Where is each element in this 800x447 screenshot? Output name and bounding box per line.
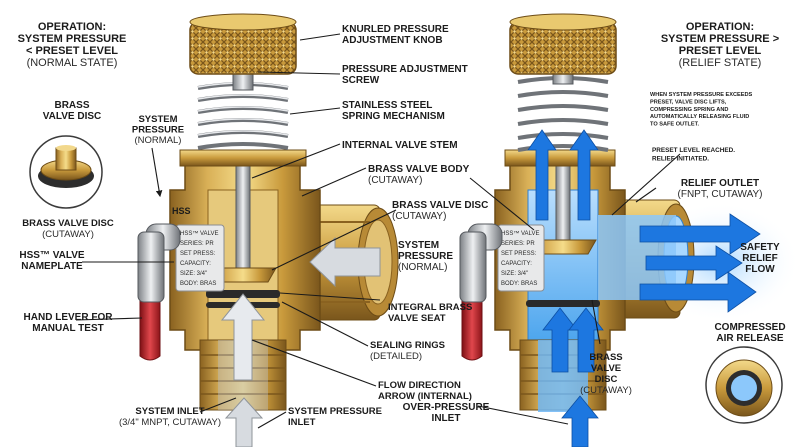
stem-up-arrow-icon: [569, 129, 599, 221]
label-valve-body: BRASS VALVE BODY(CUTAWAY): [368, 164, 470, 186]
right-state-heading: OPERATION:SYSTEM PRESSURE >PRESET LEVEL(…: [661, 21, 779, 69]
label-brass-disc-cutaway-left: BRASS VALVE DISC(CUTAWAY): [22, 218, 114, 240]
inlet-up-arrow-icon: [568, 307, 604, 373]
labels: OPERATION:SYSTEM PRESSURE< PRESET LEVEL(…: [18, 21, 786, 428]
leader-lines: [75, 33, 681, 429]
stem-up-arrow-icon: [527, 129, 557, 221]
relief-flow-arrow-icon: [639, 271, 757, 313]
right-air-inset: [705, 346, 783, 424]
left-state-heading: OPERATION:SYSTEM PRESSURE< PRESET LEVEL(…: [18, 21, 127, 69]
left-disc-inset: [29, 135, 103, 209]
label-relief-outlet: RELIEF OUTLET(FNPT, CUTAWAY): [678, 178, 763, 200]
label-sealing-rings: SEALING RINGS(DETAILED): [370, 340, 445, 362]
right-flow-arrows: [527, 129, 761, 447]
label-system-inlet: SYSTEM INLET(3/4" MNPT, CUTAWAY): [119, 406, 221, 428]
left-system-pressure-arrow-icon: [309, 236, 381, 288]
inlet-up-arrow-icon: [542, 307, 578, 373]
relief-flow-arrow-icon: [639, 213, 761, 255]
right-lever-icon: [459, 223, 503, 361]
right-spring-icon: [517, 76, 609, 152]
left-valve-stem: [235, 149, 251, 271]
left-spring-icon: [197, 82, 289, 150]
left-body-mark: HSS: [172, 206, 191, 216]
left-flow-direction-arrow-icon: [220, 293, 266, 381]
left-inlet-arrow-icon: [224, 397, 264, 447]
relief-flow-arrow-icon: [645, 245, 743, 281]
label-valve-stem: INTERNAL VALVE STEM: [342, 140, 458, 151]
left-lever-icon: [137, 223, 181, 361]
relief-note: PRESET LEVEL REACHED.RELIEF INITIATED.: [652, 147, 735, 162]
label-valve-disc-mid: BRASS VALVE DISC(CUTAWAY): [392, 200, 488, 222]
over-pressure-arrow-icon: [561, 395, 599, 447]
